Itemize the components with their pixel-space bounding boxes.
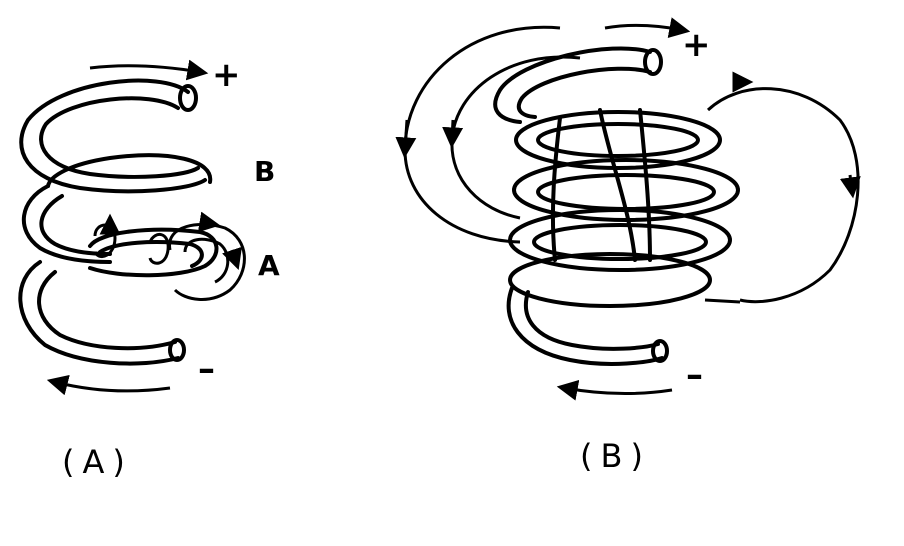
figure-b-field-loops: [395, 25, 861, 304]
figure-a-caption: (A): [62, 443, 133, 481]
figure-b-caption: (B): [580, 437, 651, 475]
figure-a-label-a: A: [258, 249, 280, 282]
figure-b-plus-label: +: [682, 25, 711, 65]
figure-a-minus-label: –: [198, 349, 215, 389]
figure-a-label-b: B: [254, 155, 276, 188]
figure-a-coil: [18, 78, 219, 366]
figure-a-current-arrow-top: [89, 59, 209, 81]
figure-a-plus-label: +: [212, 55, 241, 95]
figure-a-current-arrow-bottom: [46, 374, 171, 396]
figure-b-minus-label: –: [686, 355, 703, 395]
figure-b-current-arrow-top: [604, 17, 691, 38]
figure-b-coil: [493, 46, 740, 366]
figure-a-field-loops: [93, 211, 246, 301]
figure-b-current-arrow-bottom: [556, 379, 673, 401]
